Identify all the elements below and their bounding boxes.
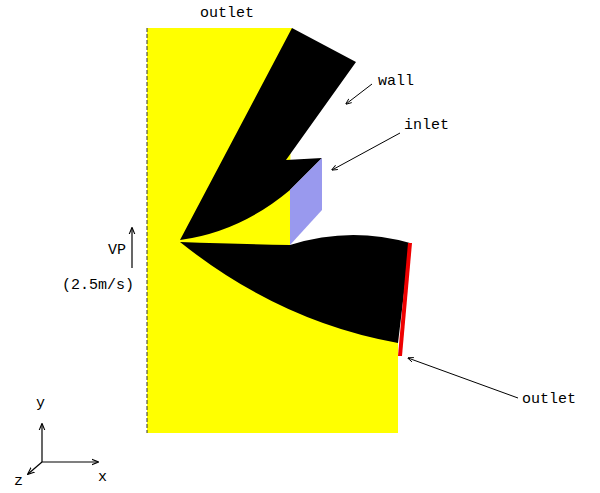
boundary-line — [147, 28, 148, 433]
region-label: outlet — [200, 6, 254, 21]
leader-line — [346, 84, 372, 104]
part-label: inlet — [404, 118, 449, 133]
part-label: wall — [378, 74, 414, 89]
region-label: outlet — [522, 392, 576, 407]
velocity-arrow — [131, 228, 132, 268]
fluid-region — [147, 28, 398, 433]
axis-z — [28, 462, 42, 474]
upper-wall — [180, 28, 356, 240]
leader-line — [332, 133, 400, 170]
axis-y — [41, 424, 42, 462]
inlet-face — [290, 158, 322, 245]
axis-x — [42, 461, 98, 462]
axis-label: x — [98, 470, 107, 485]
axis-label: z — [14, 474, 23, 489]
velocity-value: (2.5m/s) — [62, 278, 134, 293]
axis-label: y — [36, 396, 45, 411]
leader-line — [408, 358, 518, 398]
velocity-label: VP — [108, 243, 126, 258]
outlet-face — [398, 243, 412, 356]
lower-wall — [180, 235, 410, 343]
